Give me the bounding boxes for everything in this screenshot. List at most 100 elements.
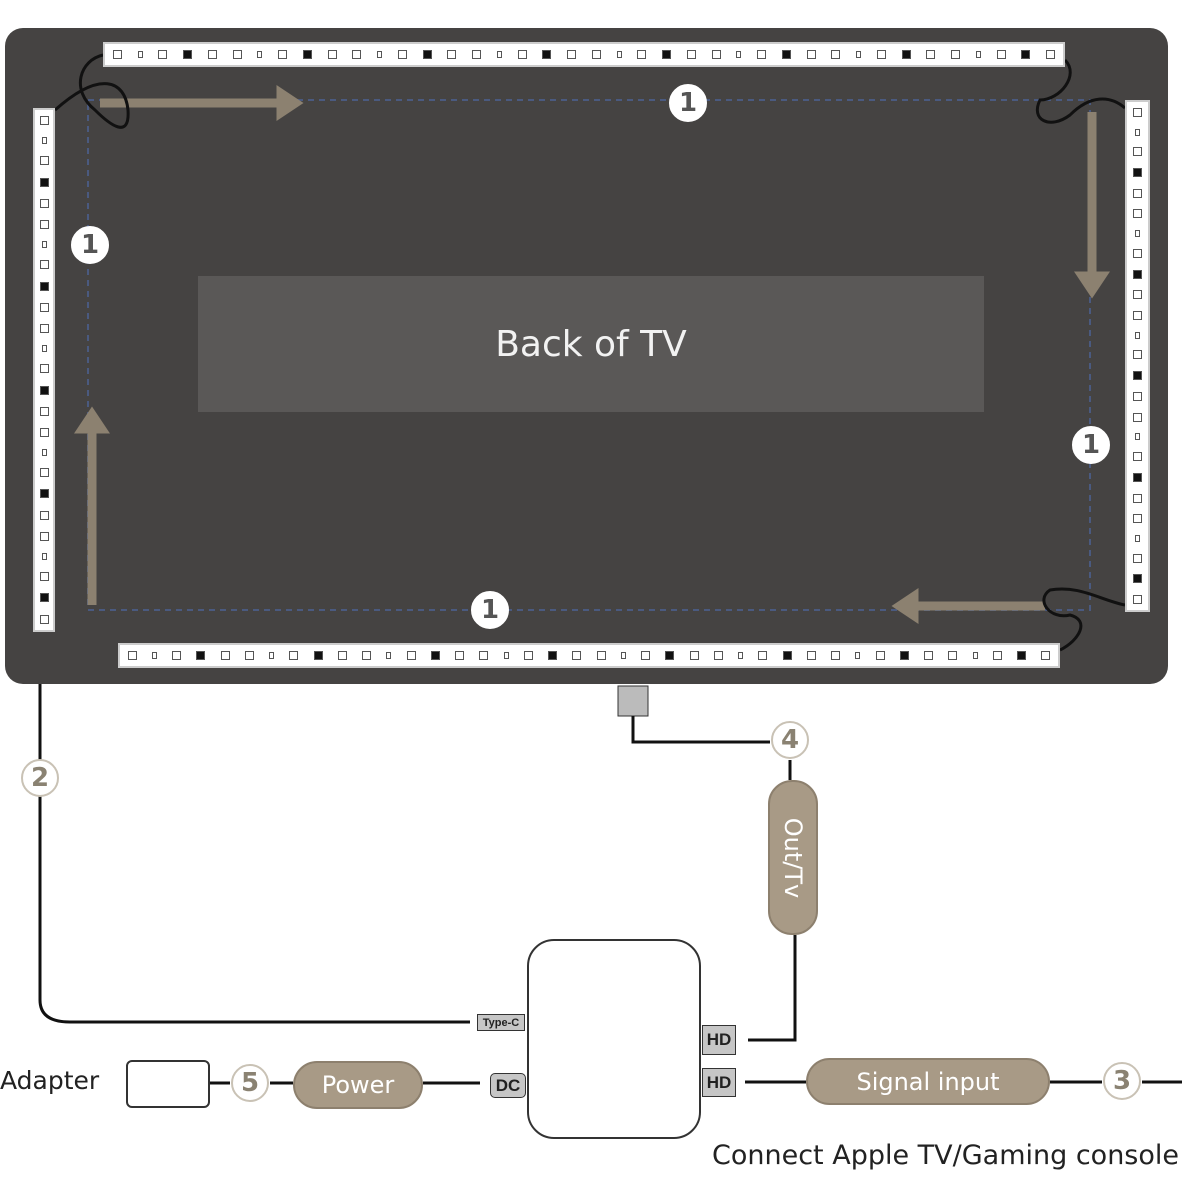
led-chip <box>1133 290 1142 300</box>
hd-out-port: HD <box>702 1025 736 1055</box>
led-chip <box>1133 147 1142 157</box>
led-chip <box>158 50 168 59</box>
led-chip <box>1017 651 1027 660</box>
adapter-icon <box>126 1060 210 1108</box>
led-chip <box>447 50 457 59</box>
led-chip <box>901 50 911 59</box>
led-chip <box>244 651 254 660</box>
led-chip <box>713 651 723 660</box>
hdmi-out-cable <box>631 716 797 1042</box>
led-chip <box>641 651 651 660</box>
led-chip <box>1135 128 1140 136</box>
led-chip <box>1133 553 1142 563</box>
led-chip <box>39 531 49 541</box>
led-chip <box>302 50 312 59</box>
led-chip <box>39 281 49 291</box>
led-chip <box>496 51 502 58</box>
led-chip <box>686 50 696 59</box>
led-chip <box>1133 595 1142 605</box>
led-chip <box>397 50 407 59</box>
led-chip <box>1133 188 1142 198</box>
led-chip <box>831 651 841 660</box>
led-chip <box>269 652 275 659</box>
led-chip <box>41 137 47 145</box>
led-chip <box>1133 371 1142 381</box>
step-1-right-badge: 1 <box>1072 426 1110 464</box>
led-chip <box>924 651 934 660</box>
led-chip <box>899 651 909 660</box>
led-strip-left <box>33 108 55 632</box>
tv-hdmi-plug <box>617 685 649 717</box>
led-chip <box>183 50 193 59</box>
step-2-badge: 2 <box>21 759 59 797</box>
led-strip-top <box>103 42 1065 67</box>
led-chip <box>875 651 885 660</box>
step-1-left-badge: 1 <box>71 226 109 264</box>
led-chip <box>1133 472 1142 482</box>
signal-input-cable-label: Signal input <box>806 1058 1050 1105</box>
corner-cable-tl <box>54 53 130 129</box>
led-chip <box>523 651 533 660</box>
step-5-badge: 5 <box>231 1064 269 1102</box>
led-chip <box>172 651 182 660</box>
led-chip <box>39 510 49 520</box>
led-chip <box>257 51 263 58</box>
led-chip <box>975 51 981 58</box>
led-chip <box>313 651 323 660</box>
led-chip <box>856 51 862 58</box>
led-chip <box>1133 350 1142 360</box>
led-chip <box>992 651 1002 660</box>
led-chip <box>996 50 1006 59</box>
corner-cable-br <box>1042 587 1126 652</box>
led-chip <box>337 651 347 660</box>
led-chip <box>207 50 217 59</box>
led-chip <box>1133 168 1142 178</box>
dc-port: DC <box>490 1073 526 1098</box>
led-chip <box>39 220 49 230</box>
led-chip <box>781 50 791 59</box>
adapter-label: Adapter <box>0 1066 100 1095</box>
led-chip <box>39 572 49 582</box>
led-chip <box>352 50 362 59</box>
led-chip <box>972 652 978 659</box>
led-strip-bottom <box>118 643 1060 668</box>
led-chip <box>1133 514 1142 524</box>
led-chip <box>1135 331 1140 339</box>
step-1-top-badge: 1 <box>669 84 707 122</box>
led-chip <box>831 50 841 59</box>
led-chip <box>220 651 230 660</box>
tv-label: Back of TV <box>495 323 687 365</box>
led-chip <box>806 50 816 59</box>
led-chip <box>278 50 288 59</box>
led-chip <box>1133 412 1142 422</box>
led-chip <box>112 50 122 59</box>
led-chip <box>377 51 383 58</box>
led-chip <box>503 652 509 659</box>
led-chip <box>422 50 432 59</box>
led-chip <box>591 50 601 59</box>
led-chip <box>806 651 816 660</box>
led-chip <box>39 406 49 416</box>
led-chip <box>39 198 49 208</box>
led-chip <box>542 50 552 59</box>
power-cable-label: Power <box>293 1061 423 1109</box>
led-chip <box>406 651 416 660</box>
led-chip <box>1046 50 1056 59</box>
led-chip <box>1135 433 1140 441</box>
led-chip <box>689 651 699 660</box>
led-chip <box>855 652 861 659</box>
led-chip <box>738 652 744 659</box>
led-chip <box>1041 651 1051 660</box>
led-chip <box>951 50 961 59</box>
step-1-bottom-badge: 1 <box>471 591 509 629</box>
led-chip <box>232 50 242 59</box>
led-chip <box>39 323 49 333</box>
led-chip <box>616 51 622 58</box>
led-chip <box>41 553 47 561</box>
led-chip <box>637 50 647 59</box>
led-chip <box>876 50 886 59</box>
led-chip <box>711 50 721 59</box>
led-chip <box>39 364 49 374</box>
led-chip <box>517 50 527 59</box>
led-chip <box>362 651 372 660</box>
